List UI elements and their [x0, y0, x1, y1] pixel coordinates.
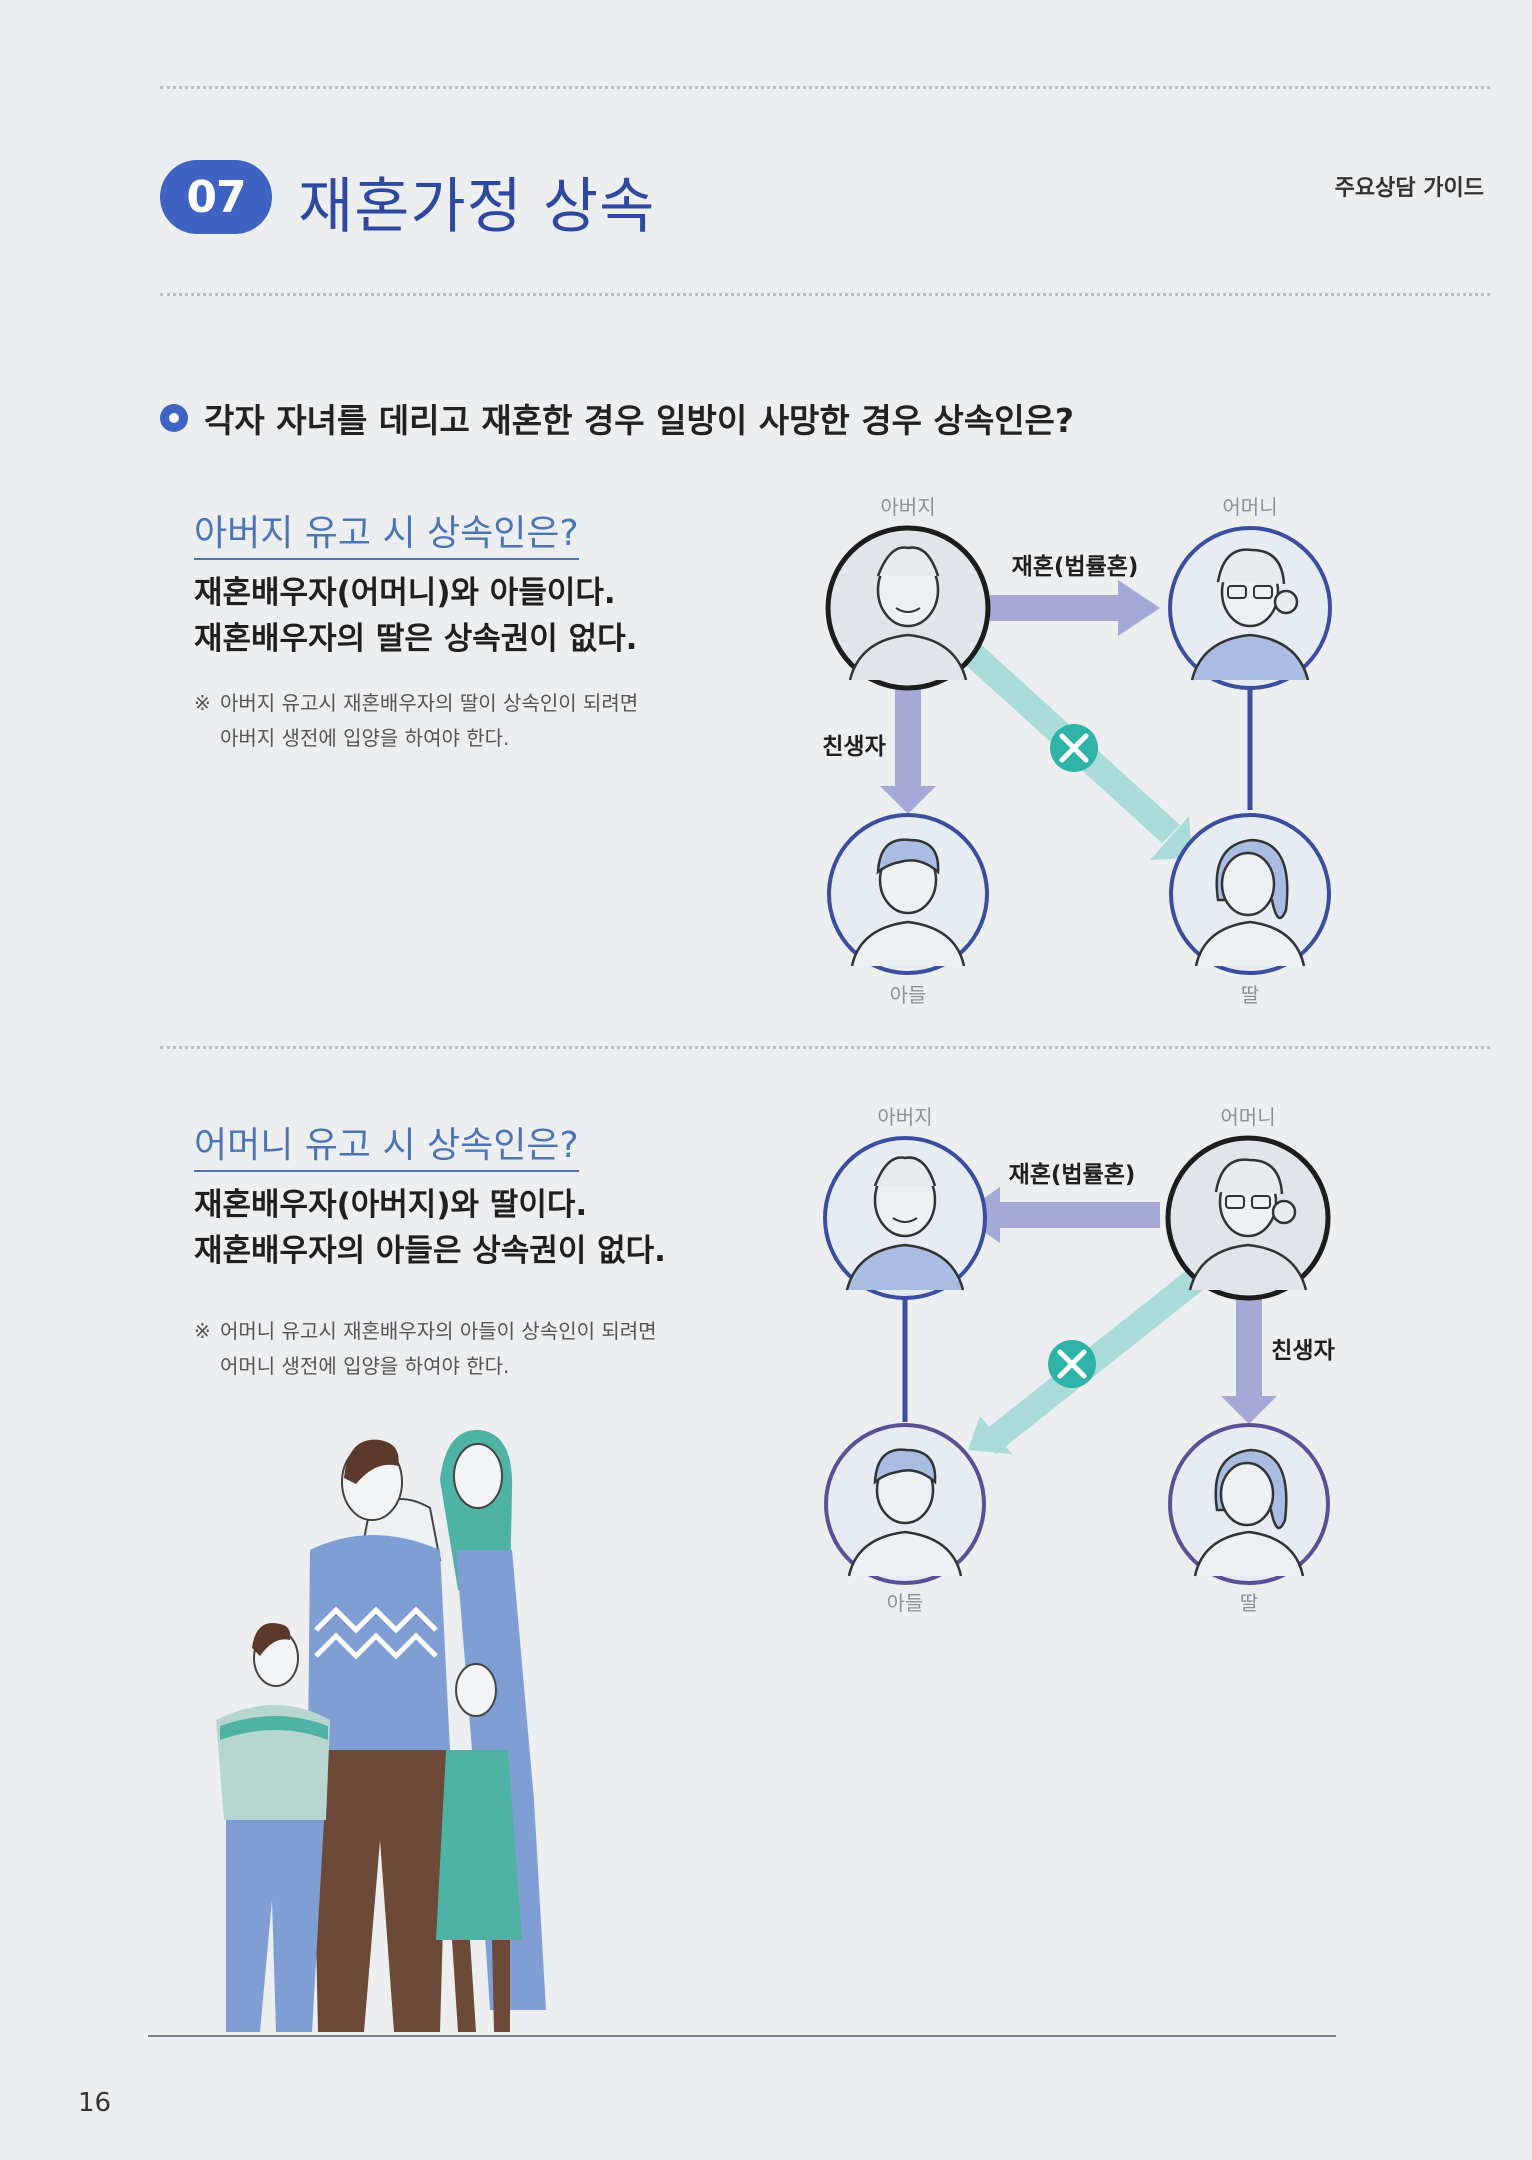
remarriage-arrow	[990, 580, 1160, 636]
chapter-title: 재혼가정 상속	[298, 172, 656, 242]
section1-note-line1: 아버지 유고시 재혼배우자의 딸이 상속인이 되려면	[220, 691, 639, 715]
label-son: 아들	[890, 983, 927, 1007]
biological-arrow	[880, 686, 936, 814]
label-mother: 어머니	[1220, 1105, 1275, 1129]
section2-title: 어머니 유고 시 상속인은?	[194, 1116, 579, 1172]
daughter-avatar	[1169, 813, 1331, 975]
section2-diagram: 아버지 어머니 아들 딸 재혼(법률혼) 친생자	[823, 1105, 1335, 1615]
daughter-avatar	[1168, 1423, 1330, 1585]
remarriage-arrow	[960, 1187, 1160, 1243]
mother-avatar	[1165, 1135, 1331, 1301]
note-mark: ※	[194, 1319, 211, 1343]
label-biological: 친생자	[1271, 1338, 1334, 1364]
son-figure	[216, 1623, 330, 2032]
section1-title: 아버지 유고 시 상속인은?	[194, 504, 579, 560]
section2-answer-line2: 재혼배우자의 아들은 상속권이 없다.	[194, 1233, 666, 1269]
x-icon	[1050, 724, 1098, 772]
label-father: 아버지	[880, 495, 935, 519]
section2-answer: 재혼배우자(아버지)와 딸이다. 재혼배우자의 아들은 상속권이 없다.	[194, 1182, 666, 1274]
father-avatar	[825, 525, 991, 691]
section1-note: ※ 아버지 유고시 재혼배우자의 딸이 상속인이 되려면 아버지 생전에 입양을 …	[194, 686, 638, 756]
question-text: 각자 자녀를 데리고 재혼한 경우 일방이 사망한 경우 상속인은?	[204, 401, 1075, 440]
label-mother: 어머니	[1222, 495, 1277, 519]
section1-diagram: 아버지 어머니 아들 딸 재혼(법률혼) 친생자	[822, 495, 1332, 1007]
chapter-number-badge: 07	[160, 160, 272, 234]
biological-arrow	[1221, 1296, 1277, 1424]
son-avatar	[824, 1423, 986, 1585]
bullet-icon	[160, 404, 188, 432]
label-daughter: 딸	[1240, 1591, 1258, 1615]
mother-avatar	[1168, 526, 1332, 690]
section2-note-line2: 어머니 생전에 입양을 하여야 한다.	[220, 1354, 510, 1378]
page-number: 16	[78, 2088, 112, 2118]
section2-note: ※ 어머니 유고시 재혼배우자의 아들이 상속인이 되려면 어머니 생전에 입양을…	[194, 1314, 657, 1384]
header-divider	[160, 293, 1490, 296]
family-illustration	[148, 1429, 1336, 2037]
section2-answer-line1: 재혼배우자(아버지)와 딸이다.	[194, 1187, 588, 1223]
label-remarriage: 재혼(법률혼)	[1009, 1162, 1136, 1188]
top-divider	[160, 86, 1490, 89]
x-icon	[1048, 1340, 1096, 1388]
section1-answer: 재혼배우자(어머니)와 아들이다. 재혼배우자의 딸은 상속권이 없다.	[194, 570, 637, 662]
section2-note-line1: 어머니 유고시 재혼배우자의 아들이 상속인이 되려면	[220, 1319, 657, 1343]
question-heading: 각자 자녀를 데리고 재혼한 경우 일방이 사망한 경우 상속인은?	[160, 394, 1074, 442]
note-mark: ※	[194, 691, 211, 715]
label-biological: 친생자	[822, 734, 885, 760]
label-son: 아들	[887, 1591, 924, 1615]
father-avatar	[823, 1136, 987, 1300]
section1-answer-line2: 재혼배우자의 딸은 상속권이 없다.	[194, 621, 638, 657]
son-avatar	[827, 813, 989, 975]
daughter-figure	[436, 1663, 522, 2032]
label-remarriage: 재혼(법률혼)	[1012, 554, 1139, 580]
label-father: 아버지	[877, 1105, 932, 1129]
section-divider	[160, 1046, 1490, 1049]
father-figure	[308, 1439, 450, 2032]
section1-answer-line1: 재혼배우자(어머니)와 아들이다.	[194, 575, 616, 611]
section-label: 주요상담 가이드	[1334, 176, 1484, 201]
label-daughter: 딸	[1241, 983, 1259, 1007]
section1-note-line2: 아버지 생전에 입양을 하여야 한다.	[220, 726, 510, 750]
